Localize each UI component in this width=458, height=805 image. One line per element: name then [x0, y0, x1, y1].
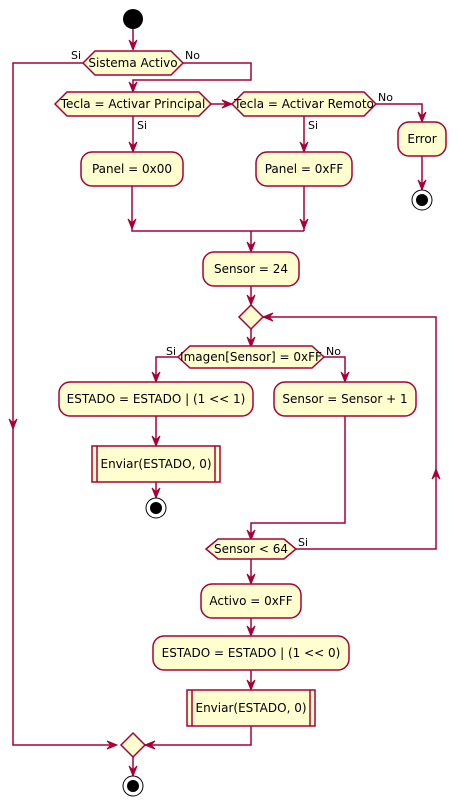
edge-label-si: Si — [137, 119, 147, 132]
arrow-head — [106, 740, 119, 750]
arrow-head — [246, 241, 256, 254]
arrow-head — [246, 529, 256, 542]
action-panel-ff-label: Panel = 0xFF — [265, 162, 344, 176]
action-enviar-2-label: Enviar(ESTADO, 0) — [195, 701, 306, 715]
arrow-head — [151, 487, 161, 500]
decision-tecla-principal-label: Tecla = Activar Principal — [60, 97, 206, 111]
arrow-head — [417, 179, 427, 192]
action-enviar-2 — [186, 689, 316, 727]
decision-imagen-sensor-label: Imagen[Sensor] = 0xFF — [180, 350, 322, 364]
edge-label-no: No — [326, 345, 341, 358]
arrow-head — [261, 312, 274, 322]
edge-label-no: No — [378, 91, 393, 104]
action-enviar-1 — [91, 445, 221, 483]
edge-sistema-si-loop — [12, 62, 113, 746]
edge-sistema-no — [132, 62, 252, 88]
arrow-head — [127, 218, 137, 231]
action-enviar-1-label: Enviar(ESTADO, 0) — [100, 457, 211, 471]
arrow-head — [128, 141, 138, 154]
action-estado-shift1-label: ESTADO = ESTADO | (1 << 1) — [67, 392, 246, 406]
edge-sensorinc-to-check — [250, 416, 346, 536]
edge-enviar2-to-merge — [145, 726, 252, 746]
arrow-head — [128, 765, 138, 778]
edge-label-si: Si — [298, 536, 308, 549]
action-sensor-inc-label: Sensor = Sensor + 1 — [282, 392, 407, 406]
end-node-inner — [416, 194, 428, 206]
loop-merge-diamond — [237, 303, 265, 331]
arrow-head — [246, 294, 256, 307]
action-activo-ff-label: Activo = 0xFF — [209, 594, 292, 608]
decision-sensor-lt-64-label: Sensor < 64 — [214, 542, 288, 556]
edge-remoto-no — [376, 103, 423, 118]
arrow-head — [151, 435, 161, 448]
action-estado-shift0-label: ESTADO = ESTADO | (1 << 0) — [162, 646, 341, 660]
end-node-inner — [150, 502, 162, 514]
edge-label-si: Si — [308, 119, 318, 132]
decision-tecla-remoto-label: Tecla = Activar Remoto — [233, 97, 374, 111]
arrow-head — [417, 111, 427, 124]
end-node-inner — [127, 780, 139, 792]
action-error-label: Error — [407, 132, 436, 146]
arrow-head — [246, 679, 256, 692]
edge-panel00-merge — [131, 186, 304, 232]
edge-label-si: Si — [166, 345, 176, 358]
action-sensor-24-label: Sensor = 24 — [214, 262, 288, 276]
arrow-head — [299, 141, 309, 154]
arrow-head — [151, 371, 161, 384]
arrow-head — [221, 99, 234, 109]
arrow-head — [143, 740, 156, 750]
edge-loop-back — [263, 316, 437, 550]
arrow-head — [431, 467, 441, 480]
arrow-head — [8, 418, 18, 431]
edge-imagen-no — [324, 356, 346, 378]
arrow-head — [128, 39, 138, 52]
arrow-head — [299, 218, 309, 231]
edge-label-si: Si — [71, 49, 81, 62]
arrow-head — [246, 625, 256, 638]
arrow-head — [246, 573, 256, 586]
arrow-head — [340, 371, 350, 384]
decision-sistema-activo-label: Sistema Activo — [88, 56, 177, 70]
start-node — [123, 9, 143, 29]
action-panel-00-label: Panel = 0x00 — [92, 162, 172, 176]
final-merge-diamond — [119, 731, 147, 759]
edge-imagen-si — [155, 356, 178, 378]
arrow-head — [128, 81, 138, 94]
arrow-head — [246, 336, 256, 349]
edge-label-no: No — [185, 49, 200, 62]
